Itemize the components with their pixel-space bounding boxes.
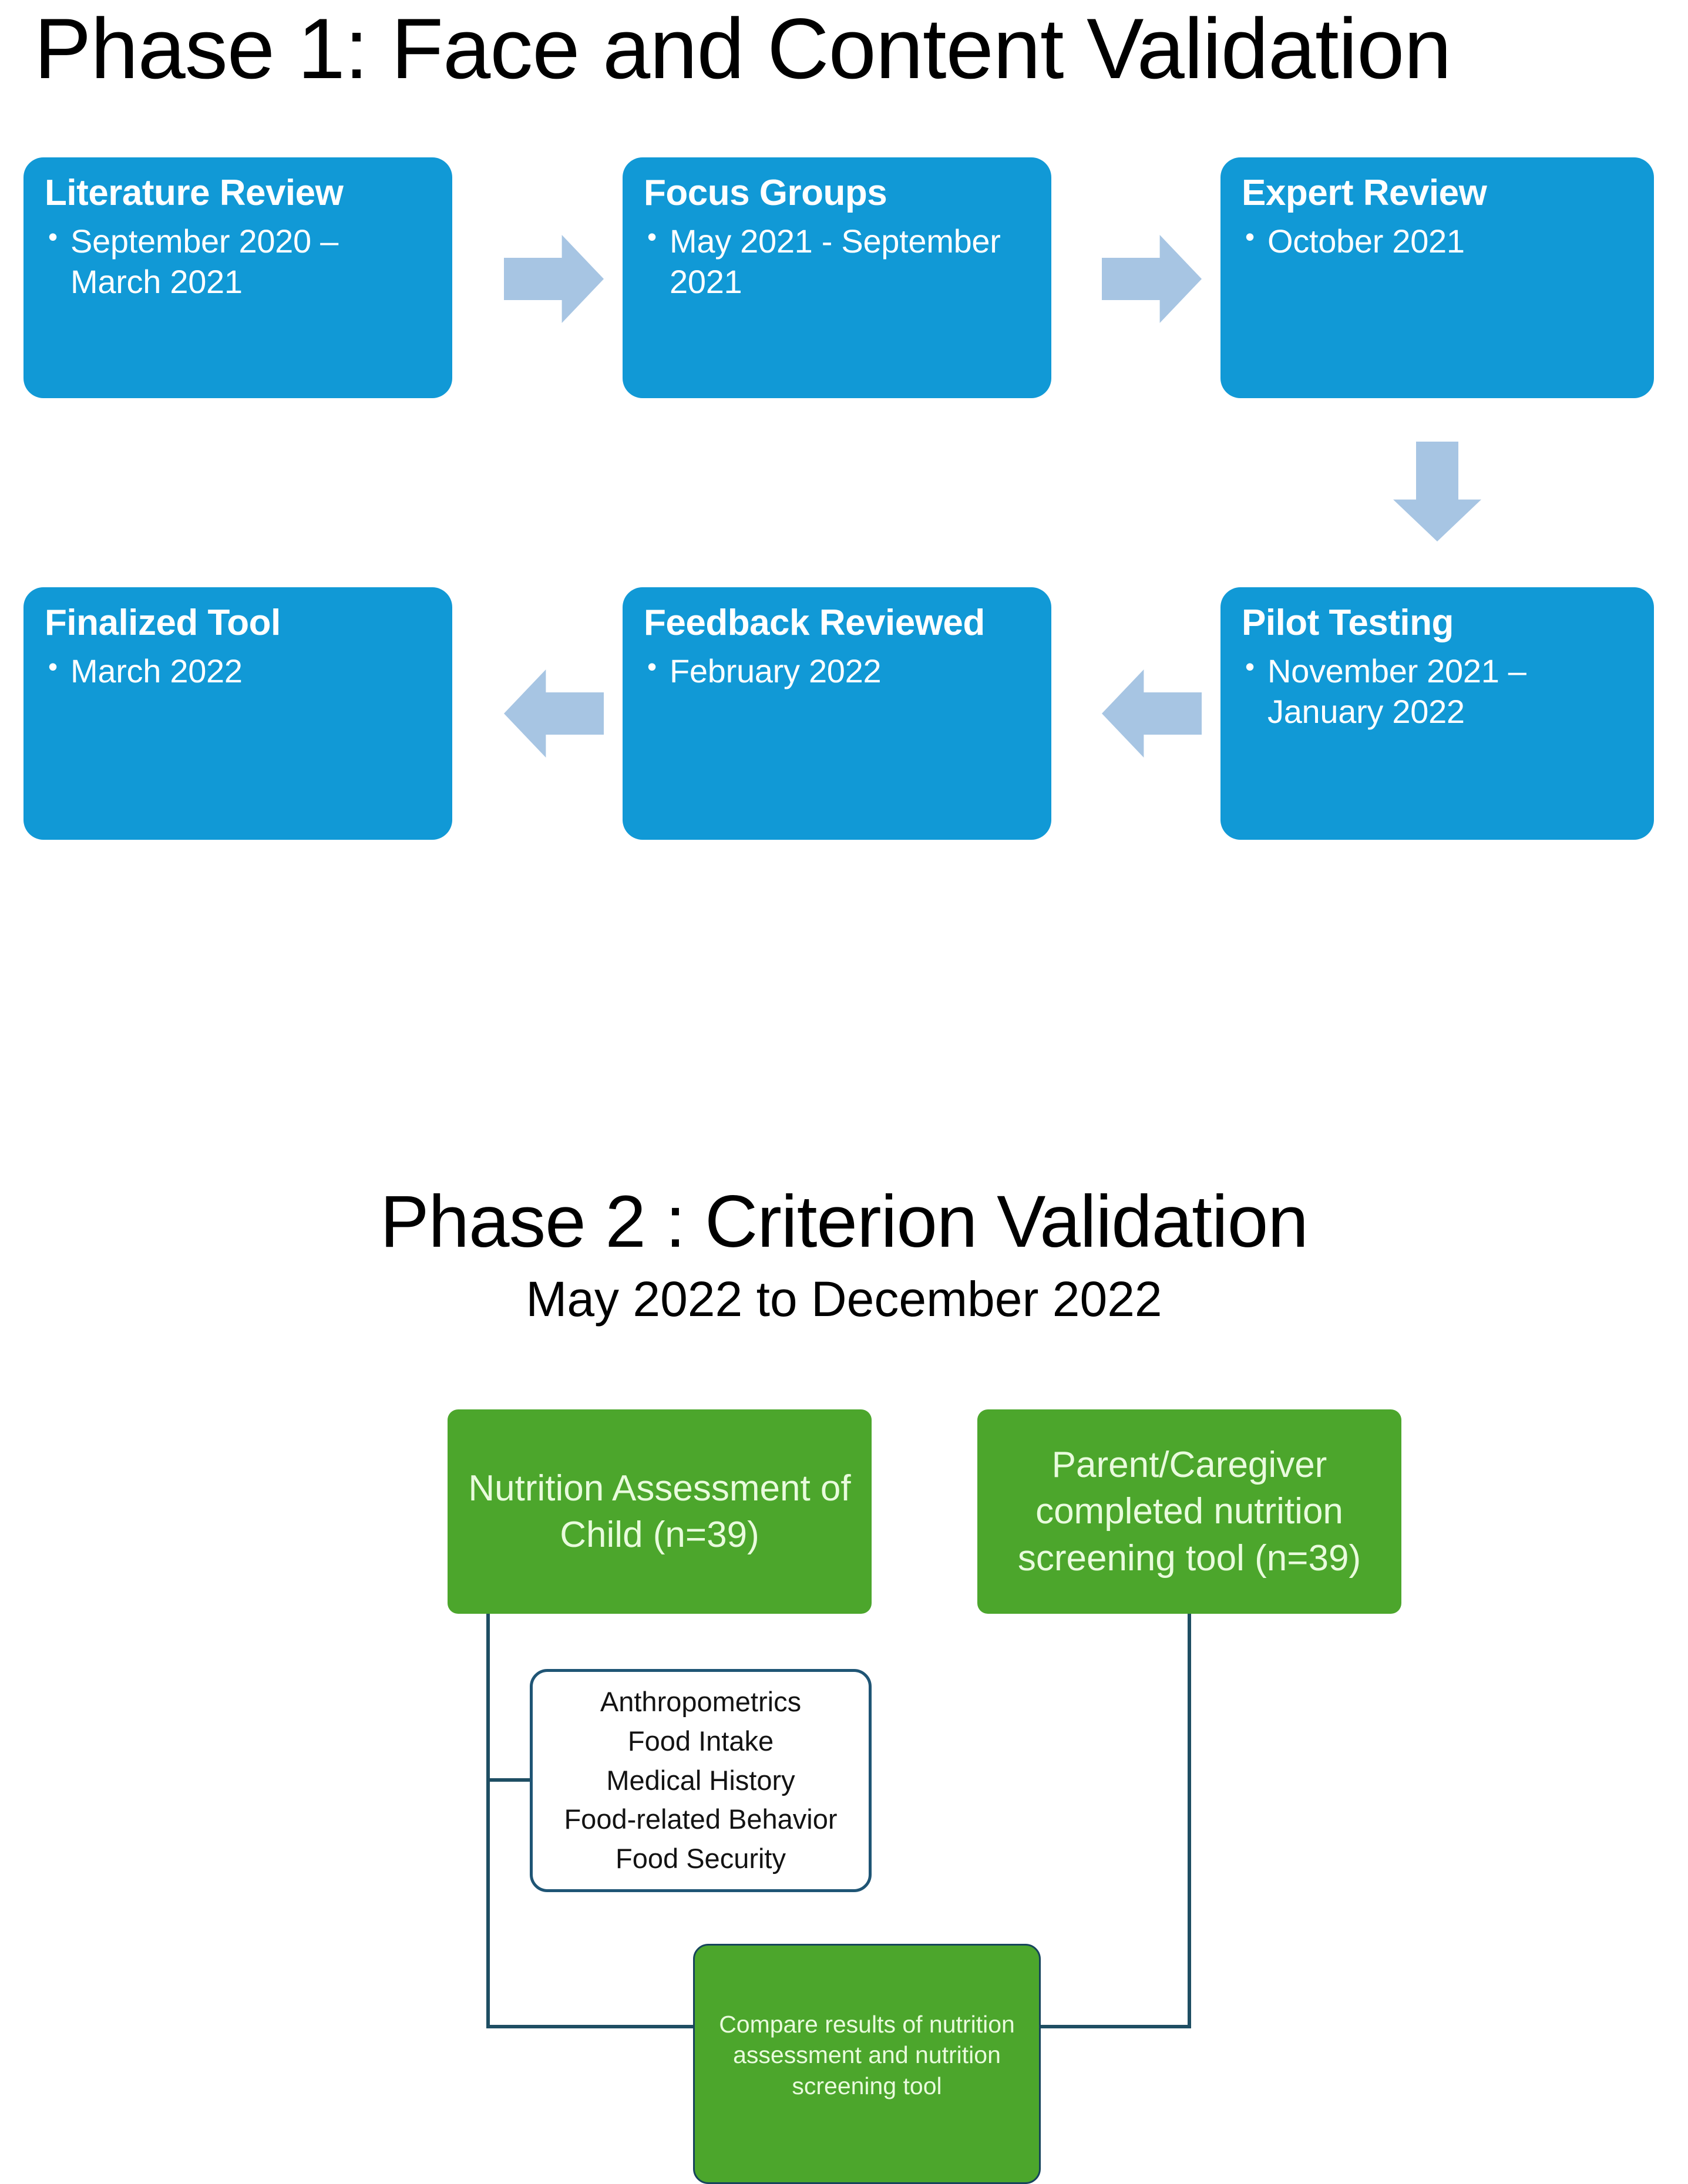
step-title: Finalized Tool — [45, 603, 281, 643]
arrow-right-icon-literature-to-focus — [504, 235, 604, 323]
component-item: Food Intake — [627, 1725, 774, 1756]
arrow-down-icon-expert-to-pilot — [1393, 442, 1481, 541]
step-box-focus-groups[interactable]: Focus Groups May 2021 - September 2021 — [623, 157, 1051, 398]
component-item: Food Security — [616, 1843, 786, 1875]
step-title: Pilot Testing — [1242, 603, 1454, 643]
step-bullet-list: October 2021 — [1242, 220, 1633, 261]
component-item: Anthropometrics — [600, 1686, 802, 1718]
box-assessment-components[interactable]: Anthropometrics Food Intake Medical Hist… — [530, 1669, 872, 1892]
step-bullet: September 2020 – March 2021 — [45, 220, 431, 302]
step-bullet-list: May 2021 - September 2021 — [644, 220, 1030, 302]
box-parent-caregiver-screening-tool[interactable]: Parent/Caregiver completed nutrition scr… — [977, 1409, 1401, 1614]
step-bullet-list: November 2021 – January 2022 — [1242, 650, 1633, 732]
step-bullet: May 2021 - September 2021 — [644, 220, 1030, 302]
step-bullet: February 2022 — [644, 650, 1030, 691]
step-bullet: October 2021 — [1242, 220, 1633, 261]
step-box-finalized-tool[interactable]: Finalized Tool March 2022 — [23, 587, 452, 840]
component-item: Food-related Behavior — [564, 1803, 838, 1835]
box-compare-results[interactable]: Compare results of nutrition assessment … — [693, 1944, 1041, 2184]
step-bullet-list: September 2020 – March 2021 — [45, 220, 431, 302]
phase2-title: Phase 2 : Criterion Validation — [380, 1181, 1309, 1263]
connector-line-assessment-to-compare — [486, 2025, 698, 2028]
connector-line-assessment-vertical — [486, 1614, 490, 2028]
step-box-expert-review[interactable]: Expert Review October 2021 — [1220, 157, 1654, 398]
step-box-literature-review[interactable]: Literature Review September 2020 – March… — [23, 157, 452, 398]
component-item: Medical History — [606, 1764, 795, 1796]
step-bullet-list: February 2022 — [644, 650, 1030, 691]
step-bullet: March 2022 — [45, 650, 431, 691]
step-title: Literature Review — [45, 173, 344, 213]
step-box-pilot-testing[interactable]: Pilot Testing November 2021 – January 20… — [1220, 587, 1654, 840]
arrow-right-icon-focus-to-expert — [1102, 235, 1202, 323]
phase1-title: Phase 1: Face and Content Validation — [34, 1, 1451, 96]
arrow-left-icon-pilot-to-feedback — [1102, 669, 1202, 758]
connector-line-parent-to-compare — [1037, 2025, 1191, 2028]
box-nutrition-assessment-of-child[interactable]: Nutrition Assessment of Child (n=39) — [448, 1409, 872, 1614]
step-title: Expert Review — [1242, 173, 1487, 213]
connector-line-parent-vertical — [1188, 1614, 1191, 2028]
step-box-feedback-reviewed[interactable]: Feedback Reviewed February 2022 — [623, 587, 1051, 840]
phase2-subtitle: May 2022 to December 2022 — [526, 1271, 1162, 1327]
step-title: Focus Groups — [644, 173, 887, 213]
arrow-left-icon-feedback-to-finalized — [504, 669, 604, 758]
step-bullet-list: March 2022 — [45, 650, 431, 691]
connector-line-assessment-to-components — [486, 1778, 533, 1782]
step-title: Feedback Reviewed — [644, 603, 985, 643]
step-bullet: November 2021 – January 2022 — [1242, 650, 1633, 732]
